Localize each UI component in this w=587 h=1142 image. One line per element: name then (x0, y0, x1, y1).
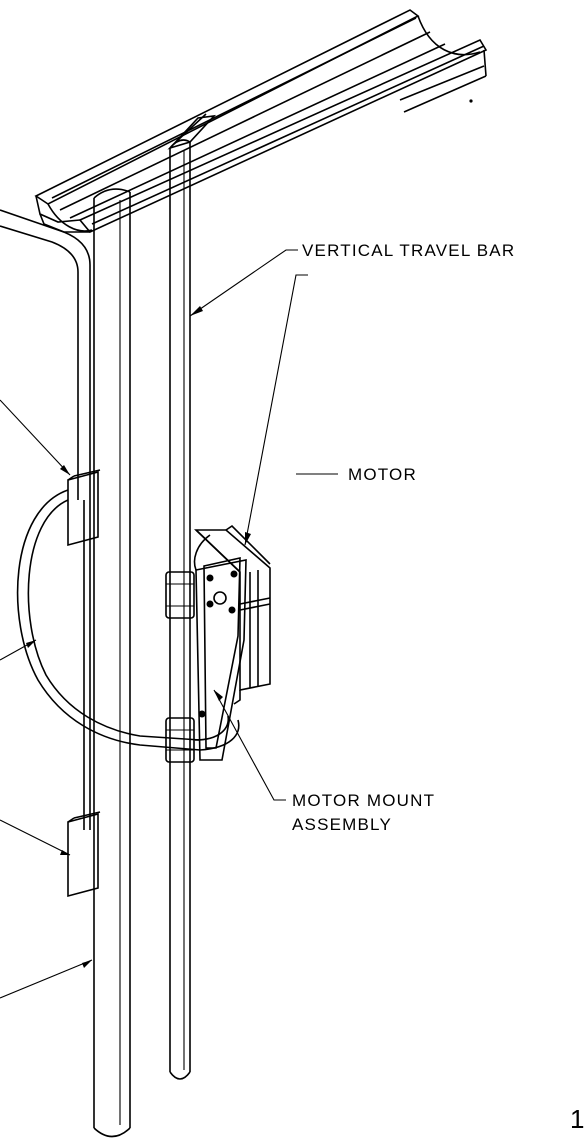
page-number: 1 (570, 1104, 584, 1134)
label-motor: MOTOR (348, 465, 417, 484)
leader-lines (0, 249, 308, 999)
label-motor-mount-line2: ASSEMBLY (292, 815, 392, 834)
main-support-tube (93, 188, 131, 1138)
motor (194, 524, 271, 705)
label-vertical-travel-bar: VERTICAL TRAVEL BAR (302, 241, 515, 260)
stray-dot (469, 99, 473, 103)
top-trough (34, 9, 488, 233)
upper-bracket (67, 469, 101, 547)
label-motor-mount-line1: MOTOR MOUNT (292, 791, 435, 810)
motor-mount-assembly (193, 534, 247, 761)
lower-bracket (67, 811, 101, 898)
lower-collar (165, 717, 195, 763)
vertical-travel-bar (169, 139, 191, 1080)
upper-collar (165, 571, 195, 619)
cable-loop (16, 489, 240, 751)
